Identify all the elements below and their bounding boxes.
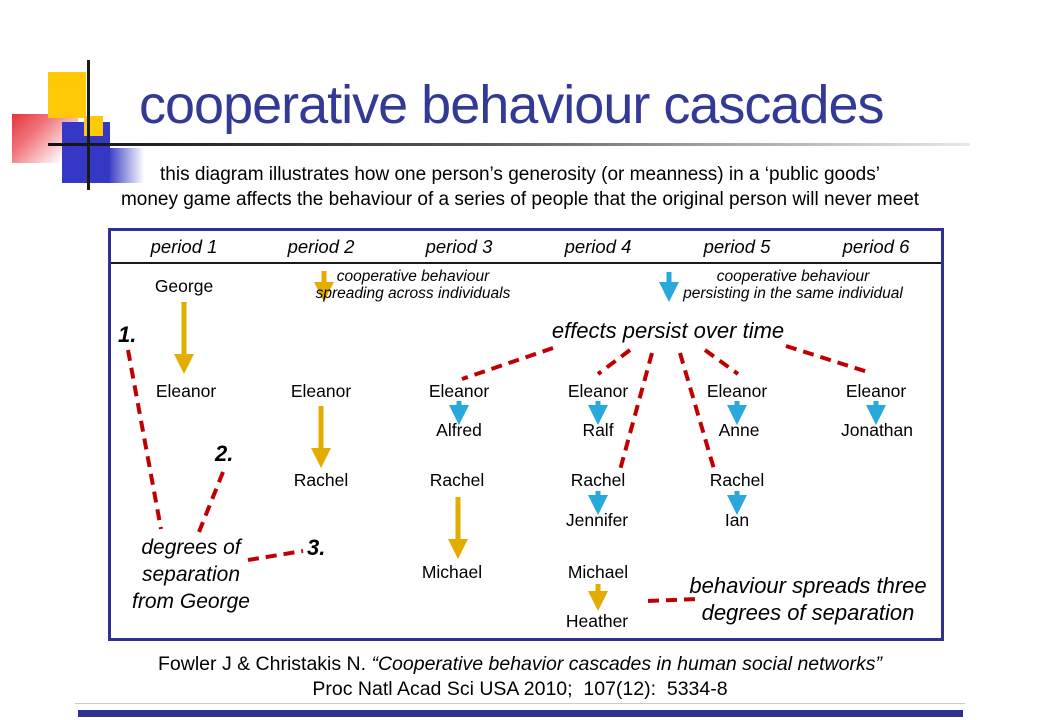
- decoration-vertical-line: [87, 60, 90, 190]
- legend-persisting: cooperative behaviour persisting in the …: [683, 268, 903, 302]
- period-5-header: period 5: [703, 236, 771, 257]
- person-rachel-p2: Rachel: [293, 470, 349, 490]
- period-header-separator: [111, 262, 941, 264]
- degrees-of-separation-note: degrees of separation from George: [132, 534, 250, 615]
- person-anne-p5: Anne: [718, 420, 760, 440]
- period-1-header: period 1: [150, 236, 218, 257]
- legend-spreading-line1: cooperative behaviour: [336, 268, 490, 285]
- person-heather-p4: Heather: [565, 611, 629, 631]
- degrees-note-line3: from George: [132, 590, 250, 613]
- degrees-note-line1: degrees of: [141, 536, 241, 559]
- legend-spreading: cooperative behaviour spreading across i…: [316, 268, 511, 302]
- person-rachel-p5: Rachel: [709, 470, 765, 490]
- legend-spreading-line2: spreading across individuals: [315, 285, 511, 302]
- person-eleanor-p4: Eleanor: [567, 381, 629, 401]
- degree-marker-2: 2.: [215, 441, 234, 466]
- person-rachel-p4: Rachel: [570, 470, 626, 490]
- person-eleanor-p2: Eleanor: [290, 381, 352, 401]
- person-eleanor-p3: Eleanor: [428, 381, 490, 401]
- legend-persisting-line1: cooperative behaviour: [716, 268, 870, 285]
- person-jennifer-p4: Jennifer: [565, 510, 629, 530]
- page-title: cooperative behaviour cascades: [139, 75, 884, 135]
- effects-persist-note: effects persist over time: [551, 318, 785, 343]
- period-6-header: period 6: [842, 236, 910, 257]
- period-2-header: period 2: [287, 236, 355, 257]
- decoration-yellow-square: [48, 72, 86, 118]
- degrees-note-line2: separation: [141, 563, 241, 586]
- person-eleanor-p6: Eleanor: [845, 381, 907, 401]
- citation-line-1: Fowler J & Christakis N. “Cooperative be…: [0, 653, 1040, 676]
- period-3-header: period 3: [425, 236, 493, 257]
- person-michael-p4: Michael: [567, 562, 629, 582]
- footer-bar: [78, 710, 963, 717]
- person-jonathan-p6: Jonathan: [840, 420, 914, 440]
- legend-persisting-line2: persisting in the same individual: [683, 285, 903, 302]
- degree-marker-1: 1.: [118, 322, 137, 347]
- person-ralf-p4: Ralf: [582, 420, 614, 440]
- citation-line-2: Proc Natl Acad Sci USA 2010; 107(12): 53…: [312, 678, 728, 700]
- person-george-p1: George: [154, 276, 214, 296]
- period-4-header: period 4: [564, 236, 632, 257]
- citation-title: “Cooperative behavior cascades in human …: [371, 653, 882, 675]
- spreads-note-line2: degrees of separation: [701, 600, 915, 625]
- citation-authors: Fowler J & Christakis N.: [158, 653, 372, 675]
- person-rachel-p3: Rachel: [429, 470, 485, 490]
- degree-marker-3: 3.: [307, 535, 326, 560]
- diagram-frame: [108, 228, 944, 641]
- person-eleanor-p5: Eleanor: [706, 381, 768, 401]
- person-eleanor-p1: Eleanor: [155, 381, 217, 401]
- behaviour-spreads-note: behaviour spreads three degrees of separ…: [689, 572, 926, 626]
- decoration-blue-fade: [108, 148, 148, 183]
- person-alfred-p3: Alfred: [436, 420, 482, 440]
- subtitle-line-1: this diagram illustrates how one person’…: [160, 164, 880, 185]
- subtitle-line-2: money game affects the behaviour of a se…: [120, 189, 920, 210]
- spreads-note-line1: behaviour spreads three: [689, 573, 927, 598]
- decoration-horizontal-rule: [48, 143, 970, 146]
- person-michael-p3: Michael: [421, 562, 483, 582]
- person-ian-p5: Ian: [724, 510, 750, 530]
- footer-thin-rule: [75, 703, 965, 704]
